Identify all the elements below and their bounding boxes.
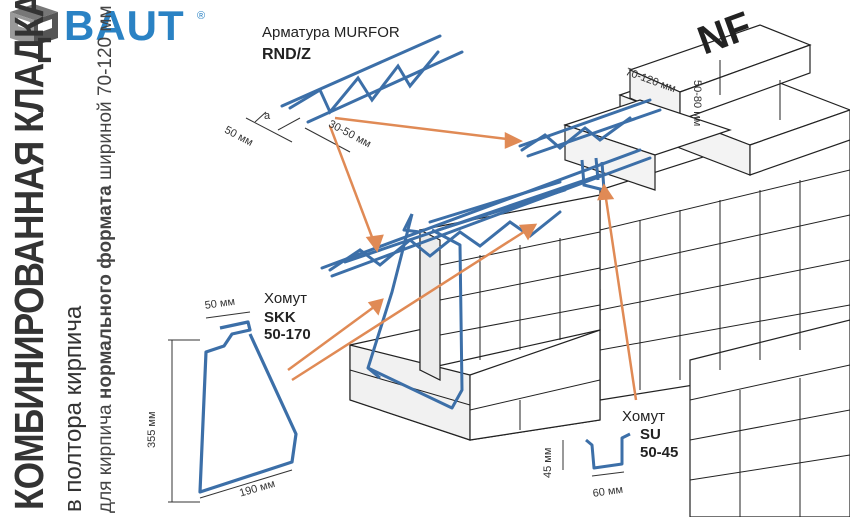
su-dim-height: 45 мм — [542, 447, 554, 478]
su-detail — [562, 432, 631, 477]
sidebar-desc-part1: для кирпича — [95, 399, 116, 513]
skk-title: Хомут — [264, 290, 308, 307]
sidebar-description: для кирпича нормального формата шириной … — [95, 5, 117, 513]
su-stirrup — [580, 157, 606, 192]
wall-joints — [349, 60, 850, 517]
rebar-model: RND/Z — [262, 46, 311, 63]
masonry-wall — [349, 24, 850, 517]
brick-height-label: 50-80 мм — [691, 80, 703, 127]
su-range: 50-45 — [640, 444, 679, 461]
rebar-detail-dims — [245, 111, 351, 153]
skk-detail — [168, 311, 298, 503]
sidebar-desc-bold: нормального формата — [95, 185, 116, 400]
skk-stirrup — [366, 213, 464, 410]
brand-registered-mark: ® — [197, 10, 206, 22]
rebar-dim-a: a — [264, 110, 271, 122]
skk-range: 50-170 — [264, 326, 311, 343]
su-title: Хомут — [622, 408, 666, 425]
rebar-title: Арматура MURFOR — [262, 24, 400, 41]
skk-dim-height: 355 мм — [146, 411, 158, 448]
baut-logo-icon — [10, 4, 58, 46]
su-model: SU — [640, 426, 661, 443]
sidebar-desc-part3: шириной 70-120 мм — [95, 5, 116, 186]
sidebar-subtitle: в полтора кирпича — [60, 305, 87, 512]
skk-model: SKK — [264, 309, 296, 326]
brand-logo: BAUT — [64, 2, 185, 49]
sidebar-title: КОМБИНИРОВАННАЯ КЛАДКА — [6, 0, 52, 511]
pointer-arrows — [287, 116, 638, 401]
